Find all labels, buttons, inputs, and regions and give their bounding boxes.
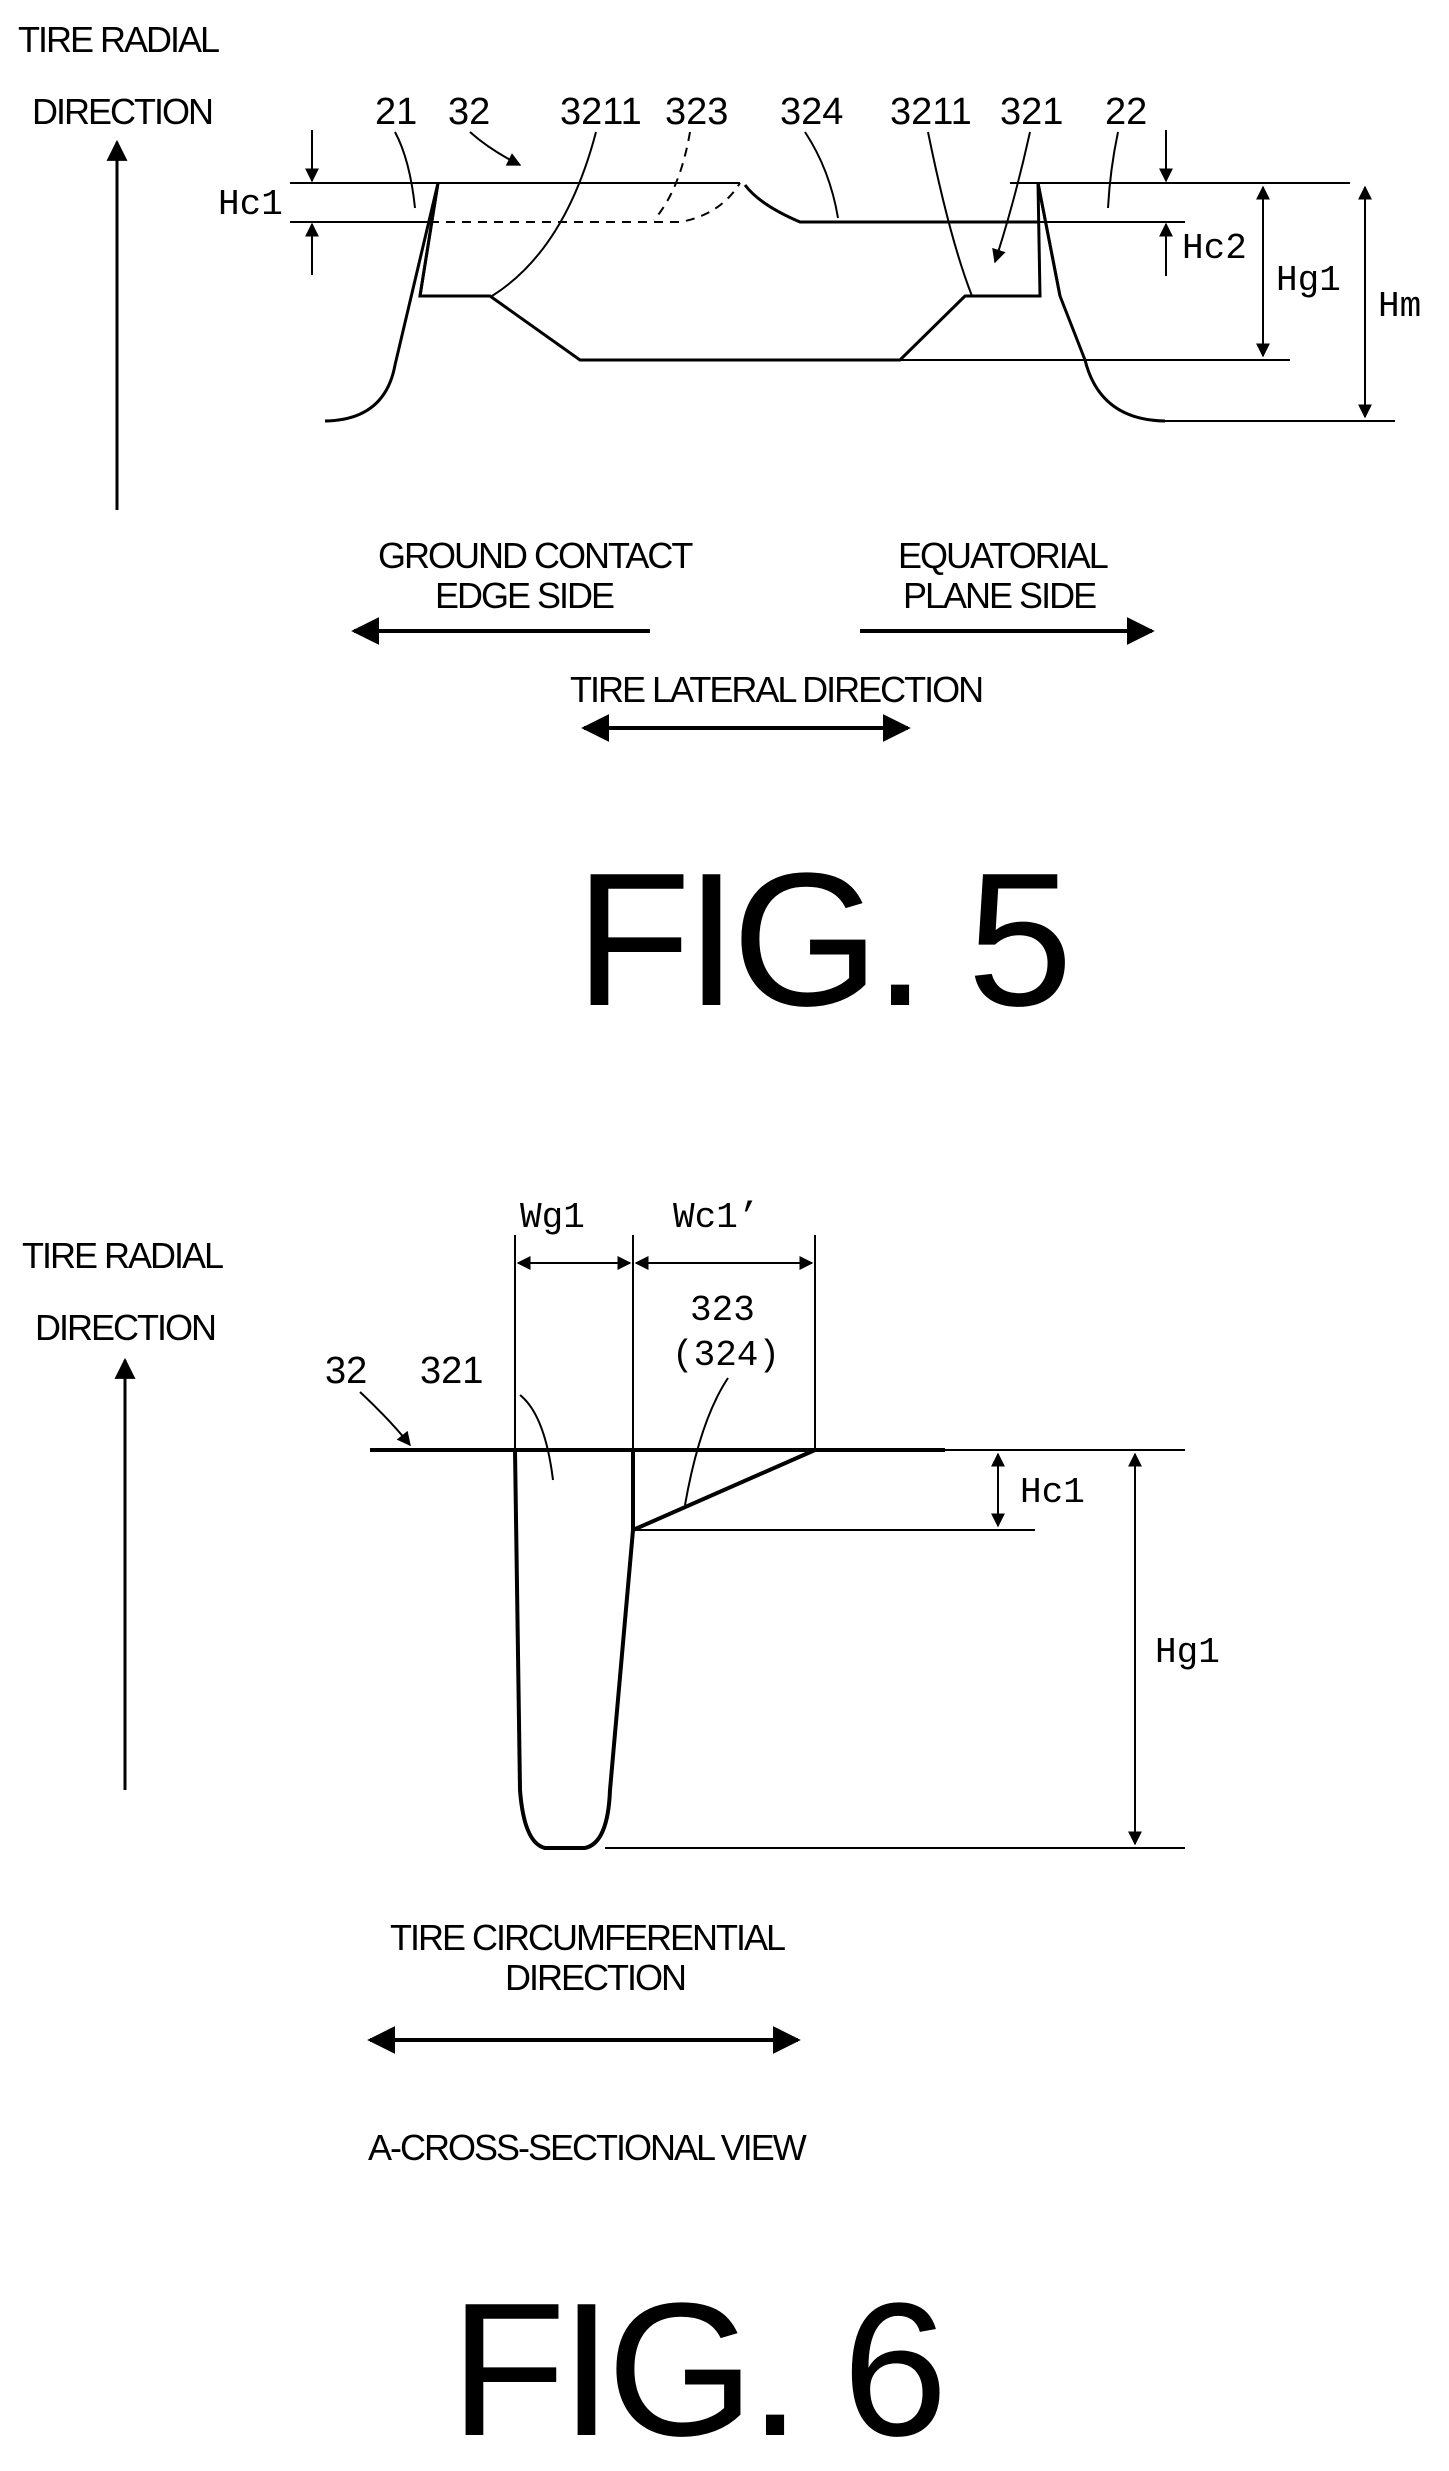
fig5-groove-profile: [325, 183, 1165, 421]
fig5-ground-contact-label-1: GROUND CONTACT: [378, 535, 693, 576]
fig6-radial-label-1: TIRE RADIAL: [22, 1235, 223, 1276]
fig5-ground-contact-label-2: EDGE SIDE: [435, 575, 614, 616]
fig5-title: FIG. 5: [575, 834, 1067, 1046]
fig5-ref-22: 22: [1105, 91, 1147, 133]
fig5-ref-321: 321: [1000, 91, 1063, 133]
fig6-circumferential-label-1: TIRE CIRCUMFERENTIAL: [390, 1917, 785, 1958]
fig5-leader-3211-right: [928, 132, 972, 296]
fig5-leader-324: [805, 132, 838, 218]
fig6-leader-32: [360, 1392, 410, 1445]
fig5-leader-3211-left: [492, 132, 596, 296]
fig5-leader-321: [995, 132, 1030, 262]
fig5-leader-32: [470, 132, 520, 165]
fig6-ref-321: 321: [420, 1350, 483, 1392]
fig6-hc1-label: Hc1: [1020, 1472, 1085, 1513]
fig5-sipe-right: [1038, 183, 1060, 296]
fig5-radial-label-2: DIRECTION: [32, 91, 212, 132]
fig6-ref-323: 323: [690, 1290, 755, 1331]
fig5-radial-label-1: TIRE RADIAL: [18, 19, 219, 60]
fig6-ref-32: 32: [325, 1350, 367, 1392]
fig6-radial-label-2: DIRECTION: [35, 1307, 215, 1348]
fig5-diagram: TIRE RADIAL DIRECTION Hc1 Hc2 Hg1: [18, 19, 1421, 1046]
fig6-wg1-label: Wg1: [520, 1197, 585, 1238]
fig6-title: FIG. 6: [450, 2264, 942, 2471]
fig5-equatorial-label-2: PLANE SIDE: [903, 575, 1096, 616]
fig6-view-label: A-CROSS-SECTIONAL VIEW: [368, 2127, 807, 2168]
fig6-hg1-label: Hg1: [1155, 1632, 1220, 1673]
fig5-hg1-label: Hg1: [1276, 260, 1341, 301]
fig5-sipe-left: [420, 183, 438, 296]
fig6-ref-324: (324): [672, 1335, 780, 1376]
fig5-leader-323: [654, 132, 690, 220]
fig5-equatorial-label-1: EQUATORIAL: [898, 535, 1108, 576]
fig5-ref-32: 32: [448, 91, 490, 133]
fig6-leader-323: [685, 1378, 728, 1505]
fig6-chamfer-line: [633, 1450, 815, 1530]
fig6-circumferential-label-2: DIRECTION: [505, 1957, 685, 1998]
fig5-hc2-label: Hc2: [1182, 228, 1247, 269]
fig5-ref-21: 21: [375, 91, 417, 133]
fig5-leader-21: [395, 132, 415, 208]
fig5-chamfer-323-dashed: [430, 183, 740, 222]
fig5-ref-324: 324: [780, 91, 843, 133]
fig5-hm-label: Hm: [1378, 286, 1421, 327]
fig5-chamfer-324: [745, 185, 1040, 222]
fig5-leader-22: [1108, 132, 1118, 208]
fig5-ref-3211-right: 3211: [890, 91, 972, 133]
fig6-groove-profile: [515, 1450, 633, 1848]
fig5-lateral-label: TIRE LATERAL DIRECTION: [570, 669, 982, 710]
fig5-hc1-label: Hc1: [218, 184, 283, 225]
fig6-diagram: TIRE RADIAL DIRECTION Wg1 Wc1’ 323 (324)…: [22, 1197, 1220, 2471]
fig5-ref-323: 323: [665, 91, 728, 133]
fig6-leader-321: [520, 1395, 553, 1480]
fig6-wc1-label: Wc1’: [673, 1197, 759, 1238]
fig5-ref-3211-left: 3211: [560, 91, 642, 133]
